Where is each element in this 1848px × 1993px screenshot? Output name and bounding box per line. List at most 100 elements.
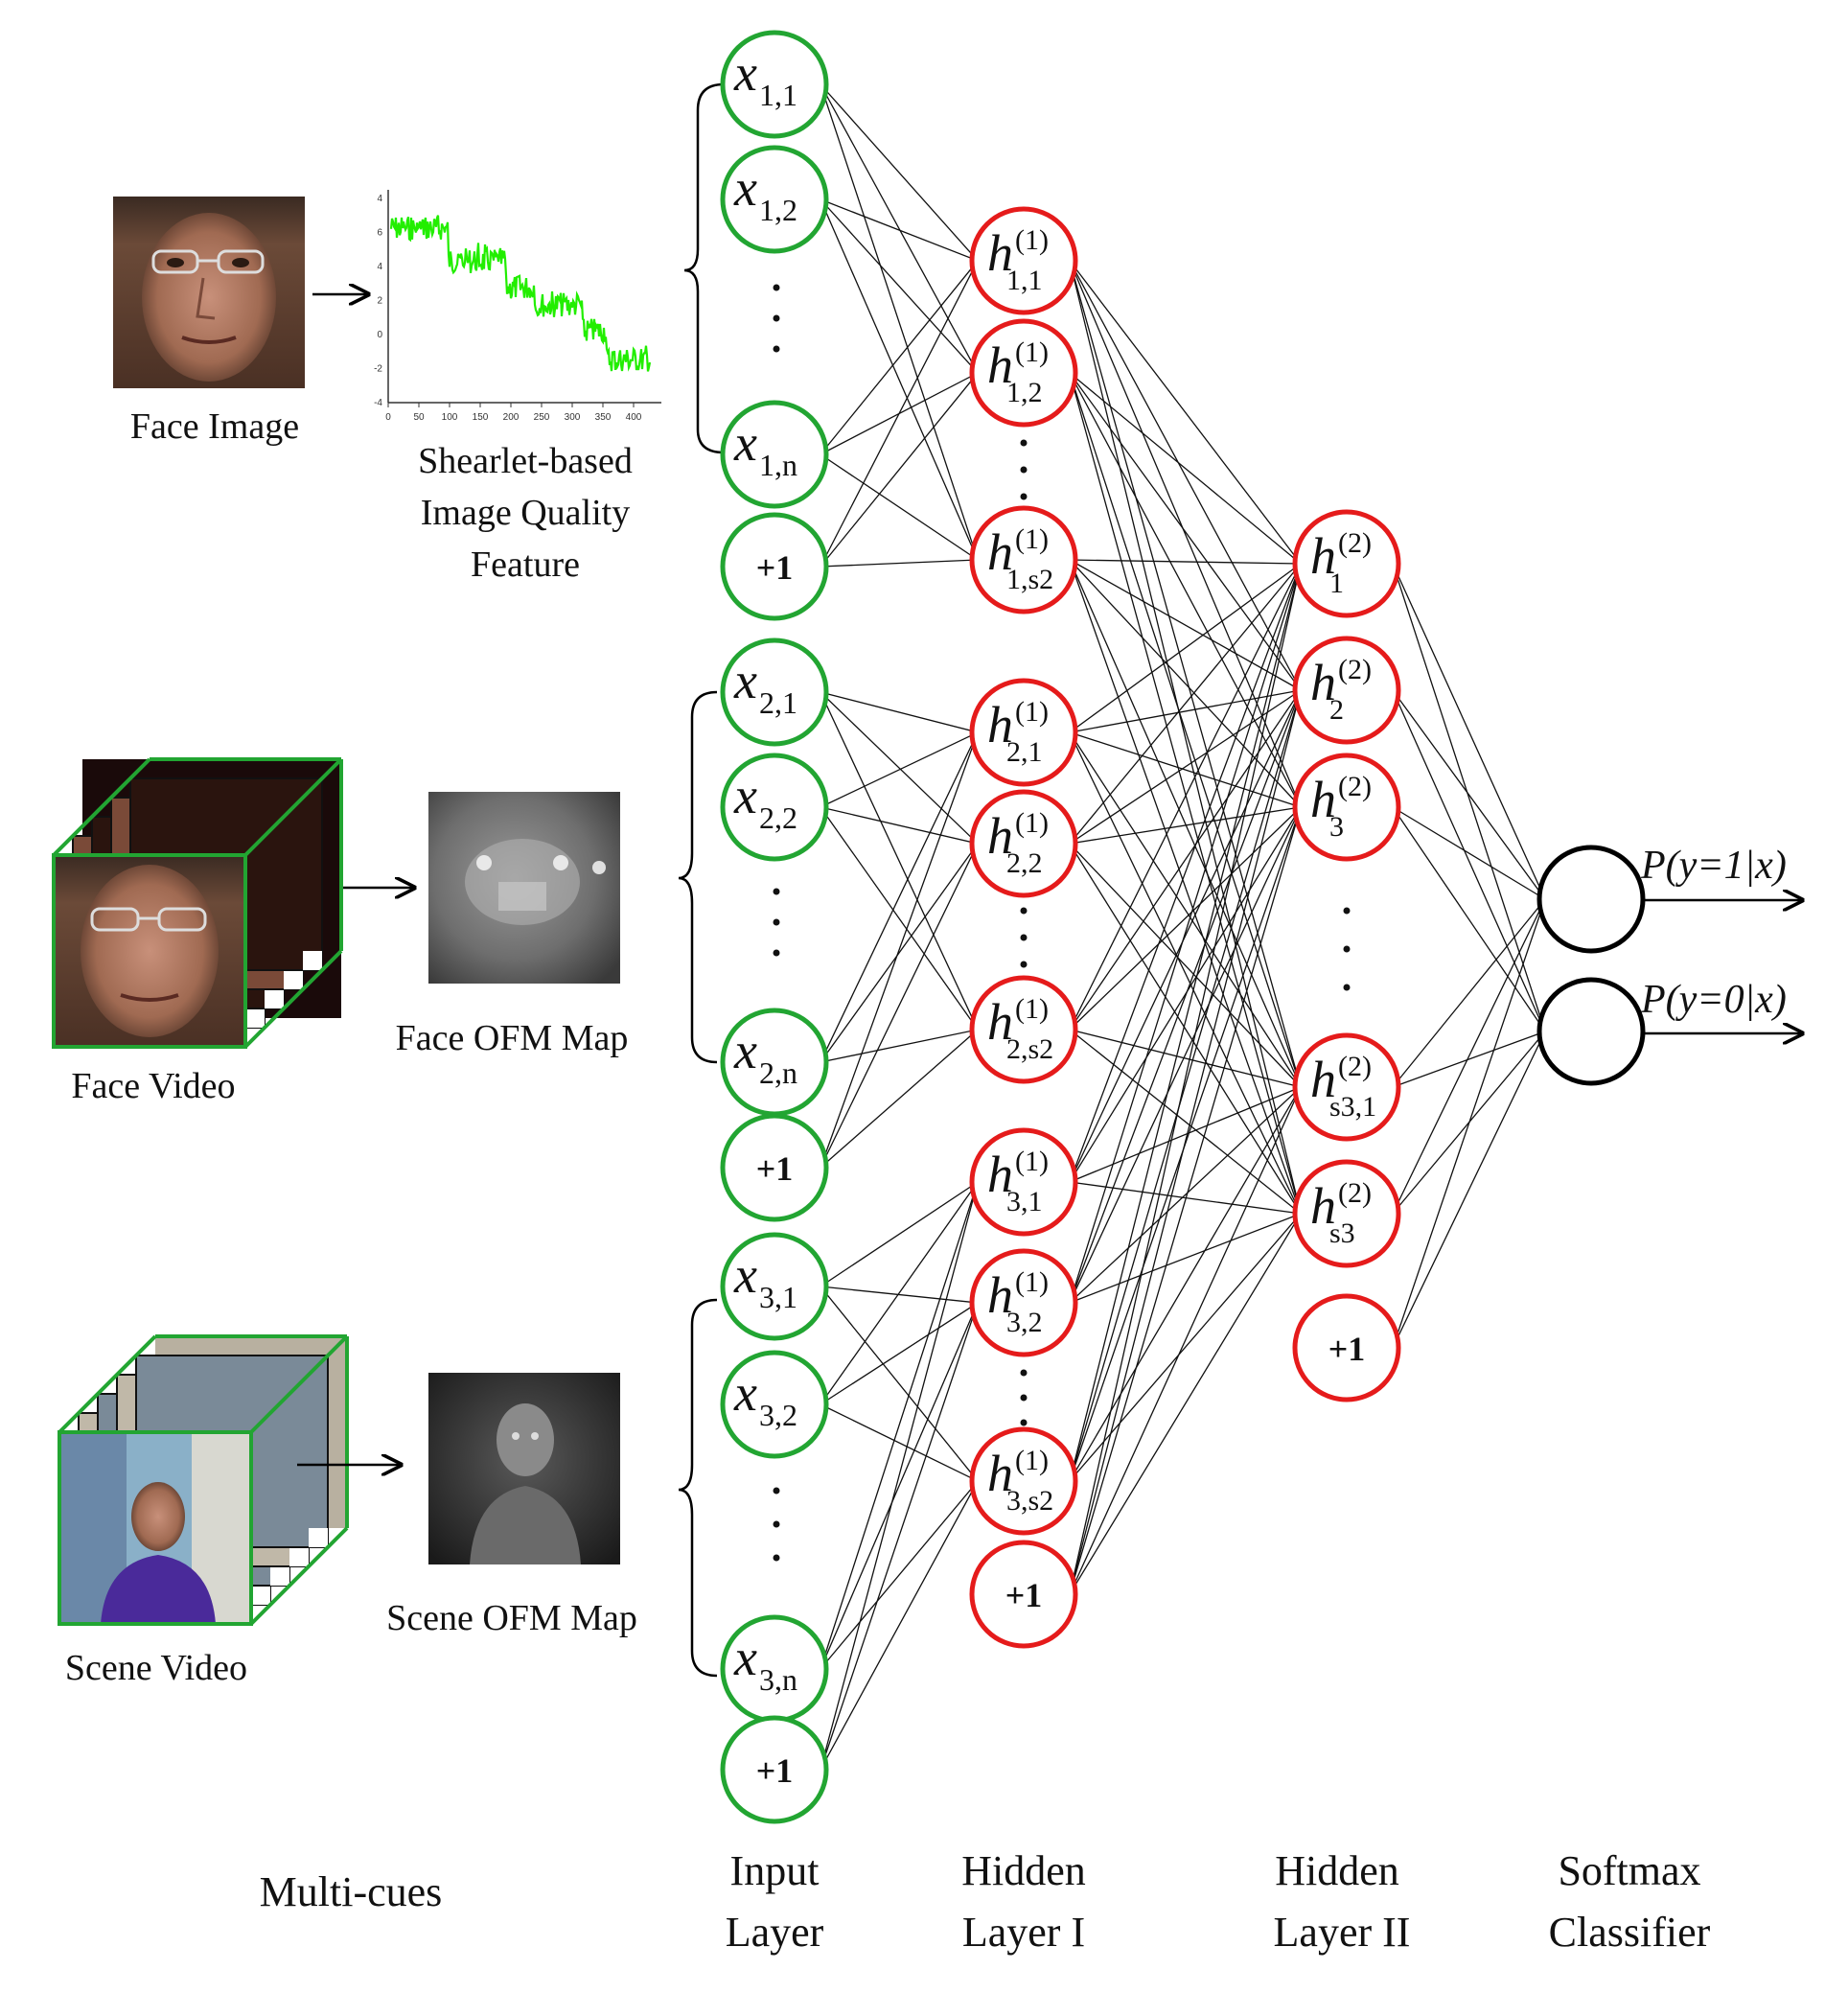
connection <box>1069 559 1302 1215</box>
connection <box>820 731 979 1063</box>
hidden1-node-2-2 <box>969 789 1078 898</box>
hidden2-node-4-label: h(2)s3,1 <box>1310 1051 1376 1123</box>
hidden-layer-2-label-line-1: Hidden <box>1275 1847 1399 1894</box>
bias-node <box>720 512 829 621</box>
connection <box>1392 1031 1546 1088</box>
connection <box>820 691 979 1031</box>
ellipsis-dot <box>1020 934 1028 941</box>
connection <box>1069 689 1302 733</box>
network-nodes: x1,1x1,2x1,n+1x2,1x2,2x2,n+1x3,1x3,2x3,n… <box>720 30 1646 1824</box>
connection <box>1069 372 1302 691</box>
shearlet-x-tick: 200 <box>503 412 520 423</box>
connection <box>1069 260 1302 565</box>
input-node-3-1 <box>720 1232 829 1341</box>
connection <box>820 83 979 374</box>
connection <box>1069 1029 1302 1215</box>
ellipsis-dot <box>1020 439 1028 447</box>
bias-node <box>720 1715 829 1824</box>
connection <box>1069 260 1302 691</box>
connection <box>1069 1086 1302 1595</box>
input-node-3-2 <box>720 1350 829 1459</box>
connection <box>820 1181 979 1670</box>
hidden1-node-1-3 <box>969 505 1078 614</box>
connection <box>1069 1213 1302 1482</box>
shearlet-y-tick: 6 <box>377 228 382 239</box>
ellipsis-dot <box>773 888 780 895</box>
hidden2-node-1-label: h(2)1 <box>1310 527 1372 599</box>
hidden2-node-5 <box>1292 1159 1401 1268</box>
hidden1-node-3-1-label: h(1)3,1 <box>987 1146 1049 1217</box>
connection <box>1069 806 1302 1183</box>
connection <box>1069 563 1302 1304</box>
input-node-1-2-label: x1,2 <box>733 159 797 227</box>
connection <box>1069 689 1302 1304</box>
connection <box>1392 898 1546 1349</box>
hidden1-node-2-3 <box>969 975 1078 1084</box>
ellipsis-dot <box>773 284 780 291</box>
bias-node-label: +1 <box>756 1149 794 1188</box>
input-node-3-3-label: x3,n <box>733 1629 797 1697</box>
connection <box>1392 898 1546 1088</box>
input-node-3-1-label: x3,1 <box>733 1246 797 1314</box>
connection <box>1069 806 1302 1595</box>
bias-node <box>1292 1293 1401 1402</box>
softmax-output-node-1 <box>1536 845 1646 954</box>
connection <box>1069 689 1302 1031</box>
hidden2-node-3-label: h(2)3 <box>1310 771 1372 843</box>
hidden1-node-2-1-label: h(1)2,1 <box>987 696 1049 768</box>
shearlet-y-tick: 4 <box>377 194 382 204</box>
hidden1-node-3-3-label: h(1)3,s2 <box>987 1445 1053 1517</box>
hidden1-node-3-3 <box>969 1426 1078 1536</box>
input-node-1-3-label: x1,n <box>733 414 797 482</box>
connection <box>1069 1029 1302 1088</box>
connection <box>1069 372 1302 1215</box>
shearlet-x-tick: 100 <box>442 412 458 423</box>
hidden2-node-2 <box>1292 636 1401 745</box>
hidden-layer-2-label-line-2: Layer II <box>1274 1909 1411 1956</box>
input-brace-3 <box>678 1298 718 1678</box>
hidden1-node-3-2-label: h(1)3,2 <box>987 1266 1049 1338</box>
ellipsis-dot <box>773 1554 780 1562</box>
connection <box>1069 563 1302 733</box>
scene-ofm-map-image <box>428 1373 620 1564</box>
shearlet-feature-label-line-3: Feature <box>471 545 580 585</box>
ellipsis-dot <box>1020 1419 1028 1426</box>
ellipsis-dot <box>773 1487 780 1495</box>
connection <box>820 372 979 568</box>
face-video-cube <box>52 757 343 1049</box>
connection <box>1069 563 1302 1031</box>
connection <box>1069 563 1302 845</box>
shearlet-x-tick: 0 <box>385 412 391 423</box>
connection <box>1392 689 1546 1032</box>
hidden1-node-3-2 <box>969 1248 1078 1357</box>
hidden1-node-2-1 <box>969 678 1078 787</box>
input-node-1-1-label: x1,1 <box>733 44 797 112</box>
shearlet-feature-label-line-2: Image Quality <box>421 493 630 533</box>
shearlet-feature-label-line-1: Shearlet-based <box>418 441 633 481</box>
connection <box>820 731 979 1169</box>
shearlet-x-tick: 400 <box>626 412 642 423</box>
ellipsis-dot <box>1343 984 1351 991</box>
connection <box>1069 731 1302 808</box>
connection <box>820 691 979 845</box>
connection <box>1069 559 1302 565</box>
connection <box>1069 260 1302 1088</box>
ellipsis-dot <box>1343 945 1351 953</box>
connection <box>1069 731 1302 1215</box>
connection <box>1069 563 1302 1482</box>
hidden2-node-2-label: h(2)2 <box>1310 654 1372 726</box>
connection <box>820 1181 979 1287</box>
connection <box>820 1480 979 1771</box>
connection <box>1392 563 1546 1032</box>
connection <box>1069 1213 1302 1595</box>
input-layer-label-line-2: Layer <box>726 1909 824 1956</box>
hidden1-node-1-2 <box>969 318 1078 428</box>
connection <box>1069 843 1302 1215</box>
connection <box>820 1302 979 1670</box>
hidden-layer-1-label-line-2: Layer I <box>962 1909 1085 1956</box>
input-layer-label-line-1: Input <box>730 1847 820 1894</box>
ellipsis-dot <box>1020 961 1028 968</box>
shearlet-y-tick: -4 <box>374 398 382 408</box>
hidden1-node-3-1 <box>969 1127 1078 1237</box>
